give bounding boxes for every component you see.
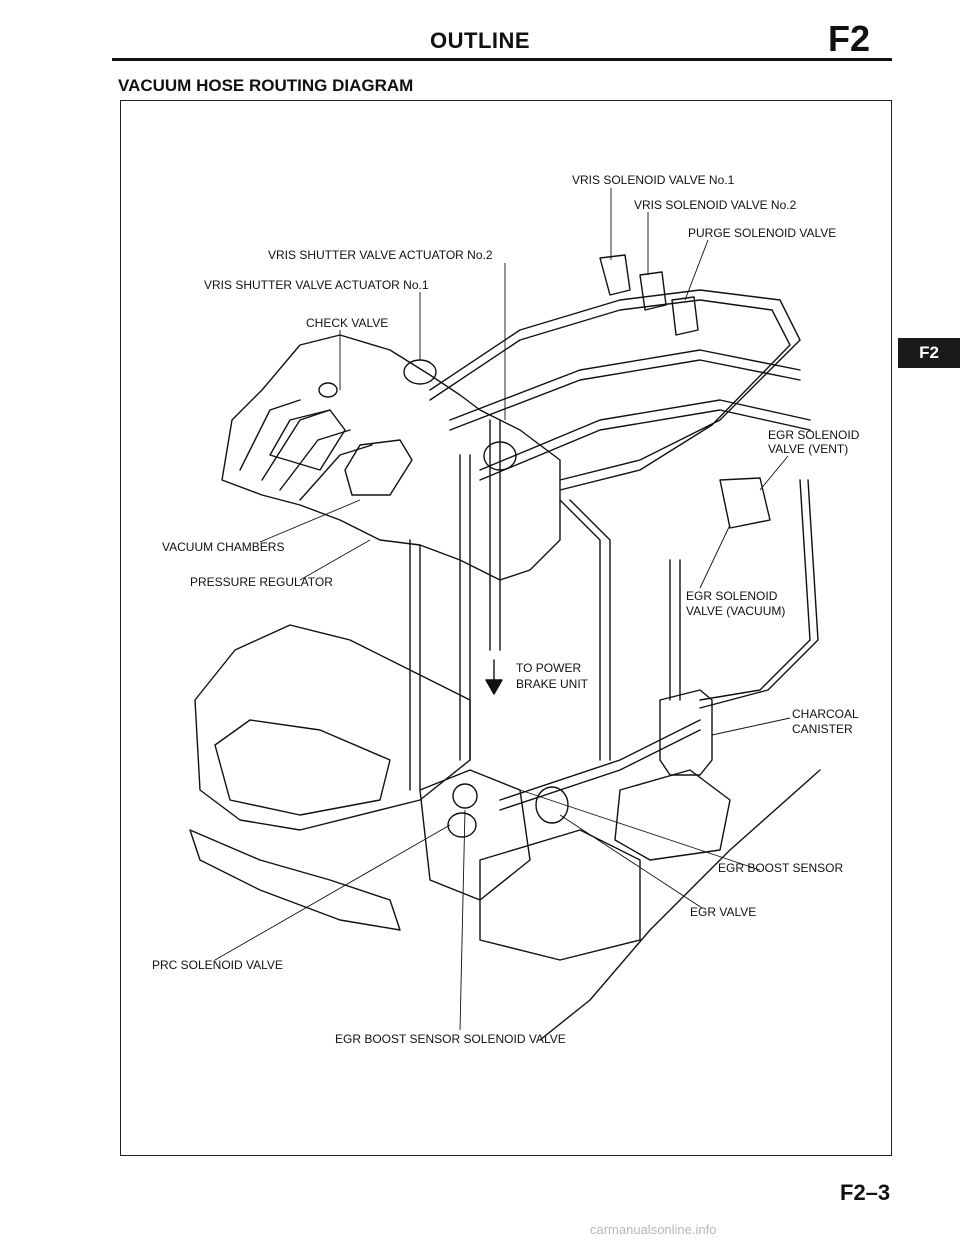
hose-canister-right bbox=[699, 479, 819, 709]
purge-solenoid-body bbox=[671, 296, 699, 336]
hose-middle-right bbox=[559, 499, 611, 761]
diagram-frame bbox=[120, 100, 892, 1156]
label-check-valve: CHECK VALVE bbox=[306, 316, 388, 330]
leader-purge-sol bbox=[684, 239, 709, 301]
vris-solenoid-2-body bbox=[639, 271, 667, 311]
egr-actuator-dome bbox=[483, 441, 517, 471]
power-brake-arrow bbox=[485, 659, 503, 695]
hose-cross-2 bbox=[479, 399, 811, 481]
label-vacuum-chambers: VACUUM CHAMBERS bbox=[162, 540, 284, 554]
intake-plenum bbox=[221, 334, 561, 581]
intake-runners bbox=[239, 399, 373, 501]
label-egr-vacuum-1: EGR SOLENOID bbox=[686, 589, 778, 603]
leader-egr-boost-sensor bbox=[519, 789, 761, 871]
page-number: F2–3 bbox=[840, 1180, 891, 1205]
hose-brake bbox=[489, 419, 501, 651]
throttle-body bbox=[419, 769, 531, 901]
label-egr-vent-2: VALVE (VENT) bbox=[768, 442, 848, 456]
hose-egr-right bbox=[669, 559, 681, 701]
label-vris-solenoid-1: VRIS SOLENOID VALVE No.1 bbox=[572, 173, 735, 187]
canister-body bbox=[659, 689, 713, 776]
label-egr-boost-sensor: EGR BOOST SENSOR bbox=[718, 861, 843, 875]
lower-block bbox=[189, 829, 401, 931]
prc-solenoid-body bbox=[447, 812, 477, 838]
label-egr-vent-1: EGR SOLENOID bbox=[768, 428, 860, 442]
chapter-tab[interactable]: F2 bbox=[898, 338, 960, 368]
leader-egr-vacuum bbox=[699, 524, 731, 589]
leader-prc-solenoid bbox=[214, 824, 451, 961]
canister-bracket bbox=[614, 769, 731, 861]
header-rule bbox=[112, 58, 892, 61]
leader-pressure-reg bbox=[299, 539, 371, 581]
label-pressure-regulator: PRESSURE REGULATOR bbox=[190, 575, 333, 589]
egr-valve-body bbox=[535, 786, 569, 824]
label-power-brake-1: TO POWER bbox=[516, 661, 581, 675]
hose-cross-1 bbox=[449, 349, 801, 431]
check-valve-body bbox=[318, 382, 338, 398]
cylinder-head-left bbox=[194, 624, 471, 831]
label-purge-solenoid: PURGE SOLENOID VALVE bbox=[688, 226, 836, 240]
vacuum-chamber-2 bbox=[344, 439, 413, 496]
leader-egr-boost-solenoid bbox=[459, 809, 466, 1031]
label-prc-solenoid: PRC SOLENOID VALVE bbox=[152, 958, 283, 972]
label-egr-boost-solenoid: EGR BOOST SENSOR SOLENOID VALVE bbox=[335, 1032, 566, 1046]
battery-box bbox=[479, 829, 641, 961]
cylinder-head-cover bbox=[214, 719, 391, 816]
fender-line bbox=[539, 769, 821, 1041]
page-header-title: OUTLINE bbox=[430, 28, 531, 53]
leader-charcoal bbox=[711, 717, 791, 736]
vris-solenoid-1-body bbox=[599, 254, 631, 296]
label-charcoal-2: CANISTER bbox=[792, 722, 853, 736]
section-title: VACUUM HOSE ROUTING DIAGRAM bbox=[118, 76, 414, 95]
label-egr-vacuum-2: VALVE (VACUUM) bbox=[686, 604, 785, 618]
label-charcoal-1: CHARCOAL bbox=[792, 707, 859, 721]
vacuum-chamber-1 bbox=[269, 409, 346, 471]
hose-upper-harness bbox=[429, 289, 801, 491]
leader-vacuum-chambers bbox=[259, 499, 361, 543]
label-egr-valve: EGR VALVE bbox=[690, 905, 756, 919]
leader-egr-valve bbox=[559, 814, 703, 909]
label-vris-actuator-1: VRIS SHUTTER VALVE ACTUATOR No.1 bbox=[204, 278, 429, 292]
leader-egr-vent bbox=[759, 455, 789, 491]
vris-actuator-body bbox=[403, 359, 437, 385]
hose-vris-middle bbox=[459, 454, 471, 761]
label-power-brake-2: BRAKE UNIT bbox=[516, 677, 589, 691]
section-code: F2 bbox=[828, 18, 871, 59]
label-vris-actuator-2: VRIS SHUTTER VALVE ACTUATOR No.2 bbox=[268, 248, 493, 262]
label-vris-solenoid-2: VRIS SOLENOID VALVE No.2 bbox=[634, 198, 797, 212]
watermark: carmanualsonline.info bbox=[590, 1222, 717, 1237]
egr-boost-sensor-body bbox=[452, 783, 478, 809]
egr-vent-solenoid-body bbox=[719, 477, 771, 529]
hose-vris-left bbox=[409, 539, 421, 791]
